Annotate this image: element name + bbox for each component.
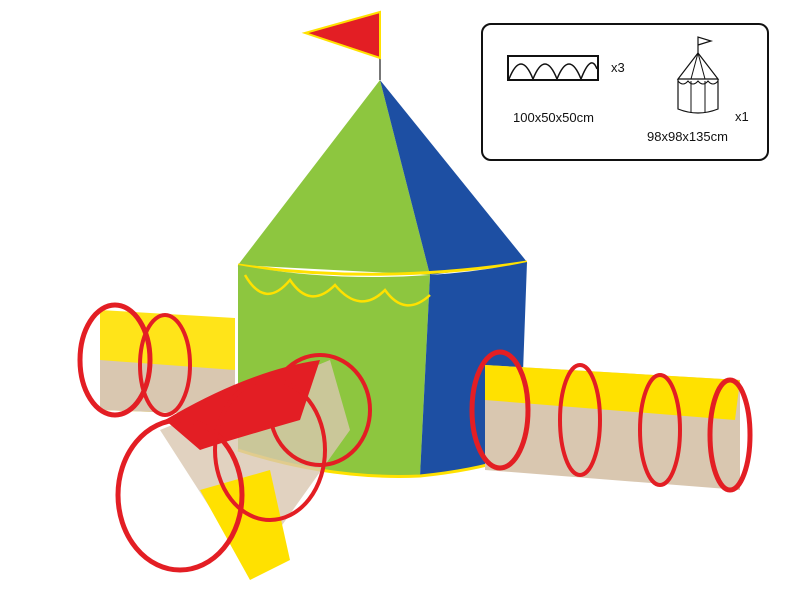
tunnel-front [115, 353, 372, 580]
flag [301, 10, 381, 80]
tent-diagram-icon [676, 36, 720, 114]
tunnel-diagram-icon [507, 55, 599, 81]
tunnel-quantity: x3 [611, 60, 625, 75]
tent-roof [237, 80, 528, 276]
tent-dimensions: 98x98x135cm [647, 129, 728, 144]
dimensions-inset: x3 100x50x50cm x1 98x98x135cm [481, 23, 769, 161]
tent-quantity: x1 [735, 109, 749, 124]
tunnel-dimensions: 100x50x50cm [513, 110, 594, 125]
tunnel-right [469, 349, 753, 493]
